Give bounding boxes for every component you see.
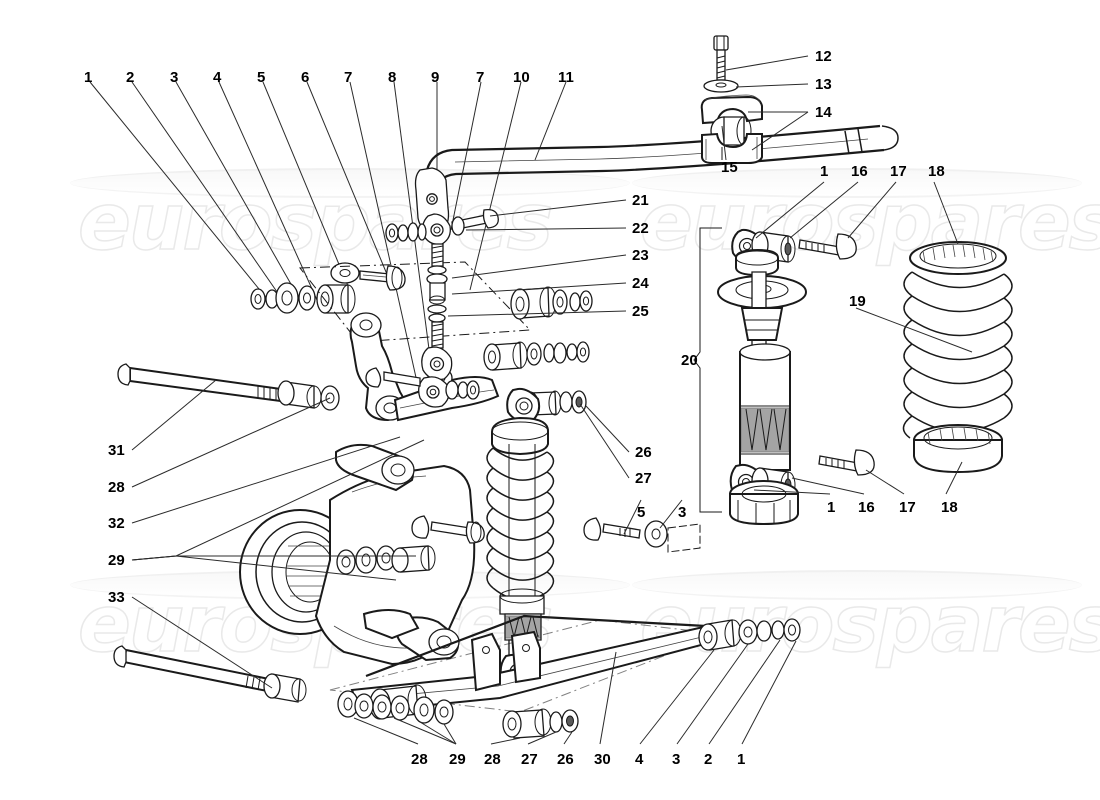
callout-number: 2 [126, 69, 135, 86]
callout-number: 31 [108, 442, 125, 459]
callout-number: 19 [849, 293, 866, 310]
callout-number: 2 [704, 751, 713, 768]
callout-number: 7 [476, 69, 485, 86]
callout-number: 16 [851, 163, 868, 180]
callout-number: 15 [721, 159, 738, 176]
callout-number: 8 [388, 69, 397, 86]
callout-number: 9 [431, 69, 440, 86]
callout-number: 23 [632, 247, 649, 264]
callout-number: 3 [170, 69, 179, 86]
leader-lines-mid-right [447, 199, 683, 535]
arb-bushing-assembly [700, 35, 763, 164]
callout-number: 18 [941, 499, 958, 516]
callout-number: 4 [213, 69, 222, 86]
callout-number: 17 [899, 499, 916, 516]
bump-stop [913, 424, 1003, 474]
callout-number: 12 [815, 48, 832, 65]
callout-number: 29 [449, 751, 466, 768]
shock-absorber-unit [693, 227, 875, 526]
callout-number: 5 [637, 504, 646, 521]
callout-number: 30 [594, 751, 611, 768]
leader-lines-top [89, 81, 567, 383]
leader-lines-left [131, 379, 425, 689]
callout-number: 32 [108, 515, 125, 532]
callout-number: 28 [484, 751, 501, 768]
callout-number: 1 [737, 751, 746, 768]
hub-carrier [239, 443, 476, 666]
callout-number: 7 [344, 69, 353, 86]
droplink-upper-hardware [385, 209, 499, 243]
callout-number: 11 [558, 69, 574, 86]
callout-number: 3 [678, 504, 687, 521]
callout-number: 27 [635, 470, 652, 487]
lower-arm-hardware-row [337, 690, 579, 739]
callout-number: 26 [635, 444, 652, 461]
callout-number: 29 [108, 552, 125, 569]
callout-number: 27 [521, 751, 538, 768]
callout-number: 20 [681, 352, 698, 369]
callout-number: 5 [257, 69, 266, 86]
callout-number: 25 [632, 303, 649, 320]
callout-number: 33 [108, 589, 125, 606]
upper-arm-bush-stack [250, 262, 406, 314]
callout-number: 1 [84, 69, 93, 86]
callout-number: 4 [635, 751, 644, 768]
callout-number: 10 [513, 69, 530, 86]
arb-drop-link [365, 213, 480, 408]
callout-number: 13 [815, 76, 832, 93]
callout-number: 1 [827, 499, 836, 516]
callout-number: 6 [301, 69, 310, 86]
callout-number: 3 [672, 751, 681, 768]
callout-number: 18 [928, 163, 945, 180]
callout-number: 14 [815, 104, 832, 121]
mid-right-bush-stack [483, 286, 593, 417]
rear-coil-spring [902, 241, 1013, 439]
carrier-bolt [411, 515, 485, 544]
callout-number: 28 [108, 479, 125, 496]
callout-number: 26 [557, 751, 574, 768]
callout-number: 1 [820, 163, 829, 180]
callout-number: 24 [632, 275, 649, 292]
callout-number: 28 [411, 751, 428, 768]
callout-number: 17 [890, 163, 907, 180]
callout-number: 21 [632, 192, 649, 209]
mid-bolt-assembly [583, 517, 701, 553]
leader-lines-bottom [353, 639, 797, 745]
callout-number: 22 [632, 220, 649, 237]
callout-number: 16 [858, 499, 875, 516]
